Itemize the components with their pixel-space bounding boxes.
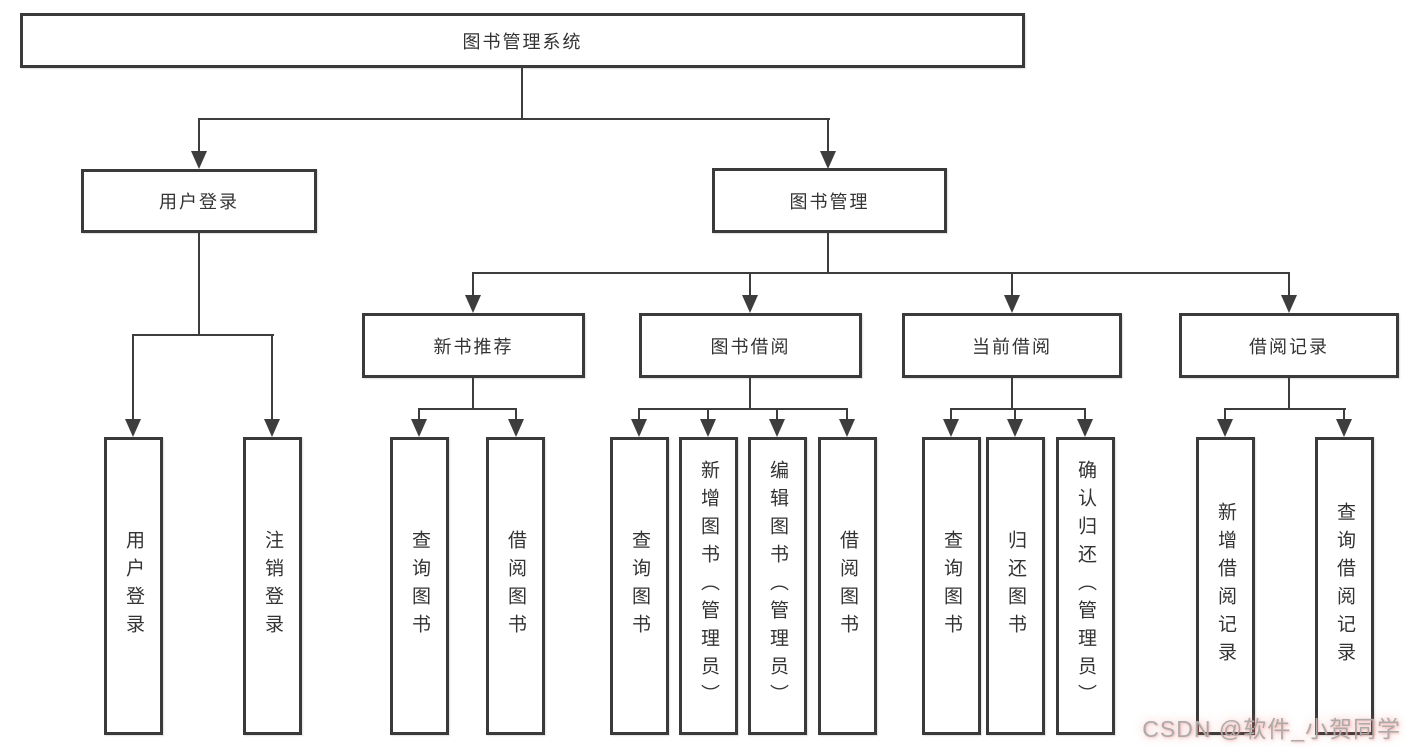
connector-line xyxy=(521,68,523,119)
leaf-label: 确认归还（管理员） xyxy=(1075,460,1096,712)
arrow-down-icon xyxy=(700,419,716,437)
connector-line xyxy=(776,408,778,422)
node-book-borrow: 图书借阅 xyxy=(639,313,862,378)
connector-line xyxy=(827,233,829,274)
connector-line xyxy=(418,408,420,422)
node-borrow-records: 借阅记录 xyxy=(1179,313,1399,378)
leaf-edit-books-admin: 编辑图书（管理员） xyxy=(748,437,807,735)
arrow-down-icon xyxy=(264,419,280,437)
connector-line xyxy=(515,408,517,422)
connector-line xyxy=(1224,408,1226,422)
leaf-query-books-3: 查询图书 xyxy=(922,437,981,735)
connector-line xyxy=(1343,408,1345,422)
arrow-down-icon xyxy=(631,419,647,437)
leaf-label: 归还图书 xyxy=(1005,530,1026,642)
connector-line xyxy=(198,118,830,120)
leaf-label: 用户登录 xyxy=(123,530,144,642)
connector-line xyxy=(1288,378,1290,410)
node-book-management: 图书管理 xyxy=(712,168,947,233)
leaf-add-books-admin: 新增图书（管理员） xyxy=(679,437,738,735)
connector-line xyxy=(472,378,474,410)
arrow-down-icon xyxy=(943,419,959,437)
leaf-logout: 注销登录 xyxy=(243,437,302,735)
connector-line xyxy=(418,408,517,410)
arrow-down-icon xyxy=(1004,295,1020,313)
arrow-down-icon xyxy=(1217,419,1233,437)
arrow-down-icon xyxy=(191,151,207,169)
connector-line xyxy=(132,334,274,336)
arrow-down-icon xyxy=(1281,295,1297,313)
leaf-label: 编辑图书（管理员） xyxy=(767,460,788,712)
arrow-down-icon xyxy=(508,419,524,437)
leaf-label: 借阅图书 xyxy=(505,530,526,642)
arrow-down-icon xyxy=(465,295,481,313)
connector-line xyxy=(749,272,751,298)
leaf-borrow-books-1: 借阅图书 xyxy=(486,437,545,735)
connector-line xyxy=(1288,272,1290,298)
arrow-down-icon xyxy=(1336,419,1352,437)
arrow-down-icon xyxy=(839,419,855,437)
node-current-borrow: 当前借阅 xyxy=(902,313,1122,378)
connector-line xyxy=(638,408,640,422)
arrow-down-icon xyxy=(769,419,785,437)
connector-line xyxy=(198,233,200,336)
node-root: 图书管理系统 xyxy=(20,13,1025,68)
connector-line xyxy=(638,408,848,410)
leaf-confirm-return-admin: 确认归还（管理员） xyxy=(1056,437,1115,735)
leaf-query-borrow-record: 查询借阅记录 xyxy=(1315,437,1374,735)
connector-line xyxy=(827,118,829,154)
connector-line xyxy=(1014,408,1016,422)
connector-line xyxy=(1224,408,1346,410)
connector-line xyxy=(749,378,751,410)
leaf-label: 注销登录 xyxy=(262,530,283,642)
leaf-label: 查询借阅记录 xyxy=(1334,502,1355,670)
arrow-down-icon xyxy=(125,419,141,437)
node-new-book-recommend: 新书推荐 xyxy=(362,313,585,378)
connector-line xyxy=(132,334,134,422)
connector-line xyxy=(707,408,709,422)
connector-line xyxy=(472,272,474,298)
connector-line xyxy=(1084,408,1086,422)
connector-line xyxy=(1011,378,1013,410)
leaf-label: 新增图书（管理员） xyxy=(698,460,719,712)
arrow-down-icon xyxy=(820,151,836,169)
leaf-query-books-2: 查询图书 xyxy=(610,437,669,735)
connector-line xyxy=(950,408,952,422)
connector-line xyxy=(1011,272,1013,298)
leaf-label: 新增借阅记录 xyxy=(1215,502,1236,670)
leaf-query-books-1: 查询图书 xyxy=(390,437,449,735)
leaf-label: 查询图书 xyxy=(941,530,962,642)
leaf-borrow-books-2: 借阅图书 xyxy=(818,437,877,735)
leaf-label: 查询图书 xyxy=(409,530,430,642)
connector-line xyxy=(472,272,1290,274)
csdn-watermark: CSDN @软件_小贺同学 xyxy=(1142,716,1401,742)
leaf-user-login: 用户登录 xyxy=(104,437,163,735)
node-user-login: 用户登录 xyxy=(81,169,317,233)
arrow-down-icon xyxy=(742,295,758,313)
arrow-down-icon xyxy=(411,419,427,437)
arrow-down-icon xyxy=(1077,419,1093,437)
connector-line xyxy=(846,408,848,422)
connector-line xyxy=(950,408,1086,410)
leaf-add-borrow-record: 新增借阅记录 xyxy=(1196,437,1255,735)
connector-line xyxy=(271,334,273,422)
arrow-down-icon xyxy=(1007,419,1023,437)
leaf-label: 查询图书 xyxy=(629,530,650,642)
leaf-label: 借阅图书 xyxy=(837,530,858,642)
connector-line xyxy=(198,118,200,154)
leaf-return-books: 归还图书 xyxy=(986,437,1045,735)
